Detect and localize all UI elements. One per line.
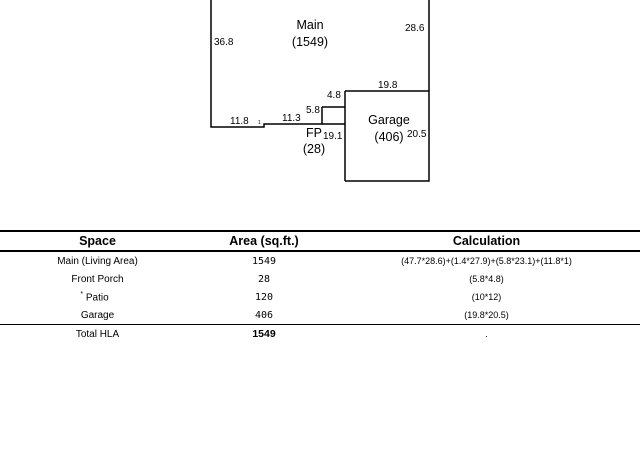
dim-porch-side: 5.8 [306, 105, 320, 116]
patio-mark: * [80, 290, 84, 298]
table-header-row: Space Area (sq.ft.) Calculation [0, 230, 640, 252]
row-space: Front Porch [71, 273, 124, 285]
porch-outline [322, 91, 346, 181]
row-area: 406 [254, 309, 274, 321]
row-space: Garage [80, 309, 115, 321]
dim-main-right: 28.6 [405, 23, 425, 34]
total-calculation: . [333, 324, 640, 343]
row-calculation: (19.8*20.5) [464, 310, 509, 320]
row-space-label: Patio [85, 292, 109, 304]
header-space: Space [0, 230, 195, 252]
dim-bottom-left: 11.8 [230, 116, 249, 127]
row-calculation: (10*12) [471, 292, 502, 302]
garage-room-area: (406) [374, 130, 403, 144]
dim-bottom-mid: 11.3 [282, 113, 301, 124]
porch-room-name: FP [306, 126, 322, 140]
main-room-area: (1549) [292, 35, 328, 49]
main-outline [210, 0, 323, 128]
dim-porch-top: 4.8 [327, 90, 341, 101]
dim-porch-bottom: 19.1 [323, 131, 343, 142]
floor-plan-sketch: Main (1549) Garage (406) FP (28) 36.8 28… [210, 0, 430, 182]
row-calculation: (5.8*4.8) [469, 274, 504, 284]
total-space: Total HLA [0, 324, 195, 343]
garage-room-name: Garage [368, 113, 410, 127]
dim-garage-right: 20.5 [407, 129, 427, 140]
table-row: * Patio 120 (10*12) [0, 288, 640, 306]
header-area: Area (sq.ft.) [195, 230, 333, 252]
table-row: Main (Living Area) 1549 (47.7*28.6)+(1.4… [0, 251, 640, 270]
row-area: 28 [257, 273, 271, 285]
table-row: Front Porch 28 (5.8*4.8) [0, 270, 640, 288]
row-area: 120 [254, 291, 274, 303]
header-calculation: Calculation [333, 230, 640, 252]
total-area: 1549 [195, 324, 333, 343]
row-space: * Patio [0, 288, 195, 306]
total-row: Total HLA 1549 . [0, 324, 640, 343]
dim-garage-top: 19.8 [378, 80, 398, 91]
table-row: Garage 406 (19.8*20.5) [0, 306, 640, 325]
main-room-name: Main [296, 18, 323, 32]
row-space: Main (Living Area) [57, 255, 138, 267]
porch-room-area: (28) [303, 142, 325, 156]
area-calculation-table: Space Area (sq.ft.) Calculation Main (Li… [0, 230, 640, 343]
row-calculation: (47.7*28.6)+(1.4*27.9)+(5.8*23.1)+(11.8*… [401, 256, 572, 266]
row-area: 1549 [251, 255, 277, 267]
dim-step: 1 [258, 120, 261, 126]
garage-outline [345, 90, 430, 182]
dim-main-left: 36.8 [214, 37, 234, 48]
